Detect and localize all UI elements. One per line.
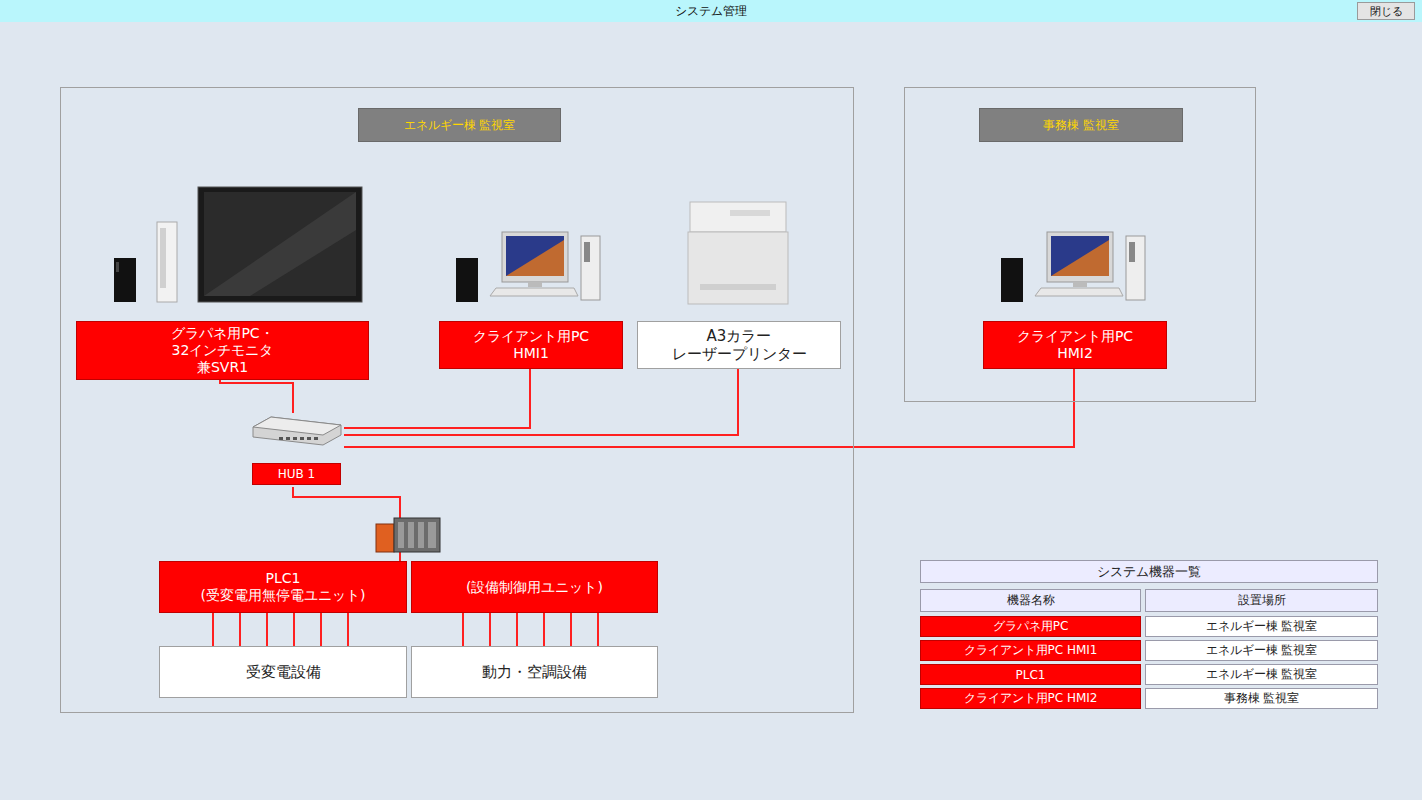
- table-header: 機器名称: [920, 589, 1141, 612]
- table-cell: エネルギー棟 監視室: [1145, 616, 1378, 637]
- plc-illustration: [376, 518, 440, 552]
- network-cable: [213, 613, 348, 646]
- table-cell: 事務棟 監視室: [1145, 688, 1378, 709]
- box-label: A3カラー レーザープリンター: [672, 327, 807, 363]
- network-cable: [293, 487, 400, 561]
- hub-label: HUB 1: [252, 463, 341, 485]
- network-cable: [344, 369, 530, 428]
- box-label: 動力・空調設備: [482, 663, 587, 681]
- room-heading: エネルギー棟 監視室: [358, 108, 561, 142]
- network-cable: [463, 613, 598, 646]
- close-button: 閉じる: [1357, 2, 1415, 20]
- room-region: 事務棟 監視室クライアント用PC HMI2: [904, 87, 1256, 402]
- plc-unit-box: PLC1 (受変電用無停電ユニット): [159, 561, 407, 613]
- table-cell: エネルギー棟 監視室: [1145, 640, 1378, 661]
- window-title: システム管理: [0, 0, 1422, 22]
- table-cell: PLC1: [920, 664, 1141, 685]
- table-header: 設置場所: [1145, 589, 1378, 612]
- table-cell: グラパネ用PC: [920, 616, 1141, 637]
- printer-box: A3カラー レーザープリンター: [637, 321, 841, 369]
- box-label: クライアント用PC HMI2: [1017, 328, 1133, 362]
- box-label: PLC1 (受変電用無停電ユニット): [201, 570, 366, 604]
- plc-unit-box: (設備制御用ユニット): [411, 561, 658, 613]
- network-cable: [220, 380, 293, 413]
- table-cell: クライアント用PC HMI1: [920, 640, 1141, 661]
- hub-illustration: [249, 413, 344, 453]
- network-cable: [344, 369, 738, 435]
- box-label: 受変電設備: [246, 663, 321, 681]
- table-cell: クライアント用PC HMI2: [920, 688, 1141, 709]
- printer-illustration: [688, 202, 788, 304]
- device-box: グラパネ用PC・32インチモニタ 兼SVR1: [76, 321, 369, 380]
- device-box: クライアント用PC HMI1: [439, 321, 623, 369]
- device-box: クライアント用PC HMI2: [983, 321, 1167, 369]
- hub-node: HUB 1: [249, 413, 344, 487]
- equipment-box: 動力・空調設備: [411, 646, 658, 698]
- room-region: エネルギー棟 監視室グラパネ用PC・32インチモニタ 兼SVR1 クライアント用P…: [60, 87, 854, 713]
- box-label: (設備制御用ユニット): [466, 579, 603, 596]
- box-label: クライアント用PC HMI1: [473, 328, 589, 362]
- table-title: システム機器一覧: [920, 560, 1378, 583]
- room-heading: 事務棟 監視室: [979, 108, 1183, 142]
- client-pc-illustration: [1001, 232, 1145, 302]
- equipment-box: 受変電設備: [159, 646, 407, 698]
- network-cable: [344, 369, 1074, 447]
- table-cell: エネルギー棟 監視室: [1145, 664, 1378, 685]
- box-label: グラパネ用PC・32インチモニタ 兼SVR1: [171, 325, 273, 376]
- client-pc-illustration: [456, 232, 600, 302]
- server-pc-illustration: [114, 187, 362, 302]
